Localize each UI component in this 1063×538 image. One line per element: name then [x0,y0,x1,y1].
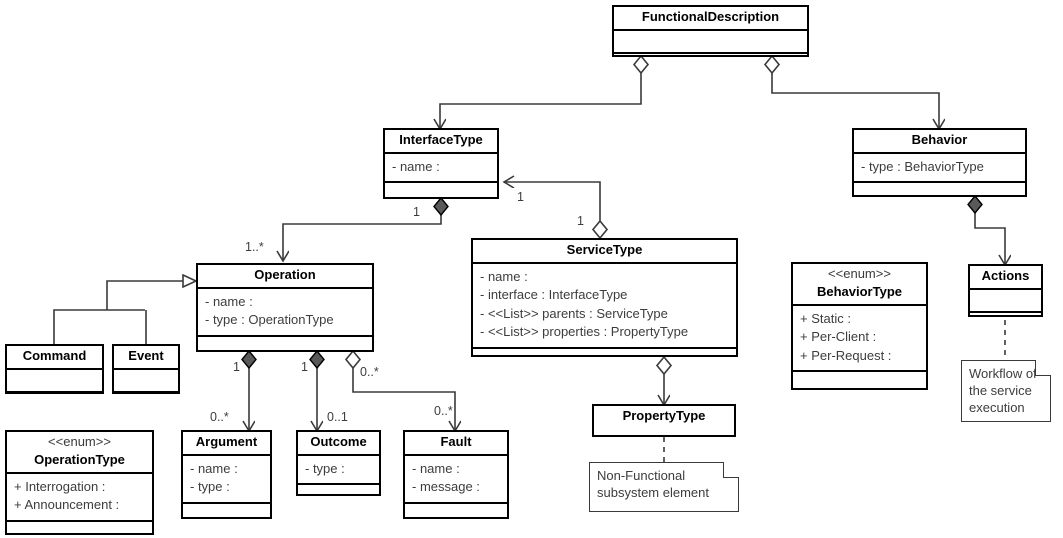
class-operation[interactable]: Operation - name : - type : OperationTyp… [196,263,374,352]
stereotype-label: <<enum>> [828,266,891,281]
operations-compartment [793,370,926,393]
class-outcome[interactable]: Outcome - type : [296,430,381,496]
class-operationtype-enum[interactable]: <<enum>> OperationType + Interrogation :… [5,430,154,535]
class-name: BehaviorType [816,283,902,299]
multiplicity-interface-operation-target: 1..* [245,240,264,254]
attributes-compartment: - name : [385,151,497,181]
class-behaviortype-enum[interactable]: <<enum>> BehaviorType + Static : + Per-C… [791,262,928,390]
note-line: Workflow of [969,366,1037,381]
operations-compartment [970,310,1041,334]
literals-compartment: + Static : + Per-Client : + Per-Request … [793,303,926,370]
class-name: InterfaceType [399,132,483,147]
attributes-compartment: - type : [298,453,379,483]
multiplicity-operation-outcome-target: 0..1 [327,410,348,424]
class-name: Operation [254,267,316,282]
class-propertytype[interactable]: PropertyType [592,404,736,437]
multiplicity-interface-operation-source: 1 [413,205,420,219]
operations-compartment [198,334,372,358]
class-fault[interactable]: Fault - name : - message : [403,430,509,519]
class-name: Actions [981,268,1030,283]
attribute-row: - <<List>> parents : ServiceType [480,305,668,321]
attribute-row: - name : [205,293,253,309]
multiplicity-service-interface-source: 1 [577,214,584,228]
class-name: Argument [195,434,258,449]
attribute-row: - <<List>> properties : PropertyType [480,324,689,340]
class-name: Behavior [911,132,968,147]
note-line: subsystem element [597,484,709,500]
class-name: PropertyType [622,408,706,423]
class-name: ServiceType [566,242,643,257]
enum-literal-row: + Per-Request : [800,347,892,363]
operations-compartment [854,181,1025,204]
attribute-row: - type : OperationType [205,312,334,328]
class-behavior[interactable]: Behavior - type : BehaviorType [852,128,1027,197]
operations-compartment [385,181,497,204]
attributes-compartment [7,367,102,391]
enum-literal-row: + Interrogation : [14,478,106,494]
attribute-row: - interface : InterfaceType [480,287,628,303]
note-fold-icon [1035,360,1051,376]
attributes-compartment: - name : - type : [183,453,270,502]
class-event[interactable]: Event [112,344,180,394]
note-fold-icon [723,462,739,478]
class-servicetype[interactable]: ServiceType - name : - interface : Inter… [471,238,738,357]
note-line: execution [969,399,1025,415]
edge-operation-argument [241,349,257,430]
enum-literal-row: + Announcement : [14,497,120,513]
operations-compartment [405,501,507,525]
multiplicity-operation-outcome-source: 1 [301,360,308,374]
attributes-compartment: - name : - type : OperationType [198,286,372,335]
multiplicity-operation-argument-target: 0..* [210,410,229,424]
enum-literal-row: + Static : [800,310,851,326]
note-propertytype-nonfunctional: Non-Functional subsystem element [589,461,740,512]
attribute-row: - name : [412,460,460,476]
operations-compartment [183,501,270,525]
attribute-row: - type : [305,460,345,476]
class-interfacetype[interactable]: InterfaceType - name : [383,128,499,199]
edge-operation-outcome [309,349,325,430]
note-line: the service [969,382,1032,398]
class-name: Command [22,348,87,363]
attribute-row: - type : BehaviorType [861,158,984,174]
class-name: OperationType [34,451,125,467]
literals-compartment: + Interrogation : + Announcement : [7,471,152,520]
operations-compartment [7,519,152,538]
attributes-compartment: - name : - message : [405,453,507,502]
class-command[interactable]: Command [5,344,104,394]
attribute-row: - name : [392,158,440,174]
multiplicity-operation-argument-source: 1 [233,360,240,374]
stereotype-label: <<enum>> [48,434,111,449]
attributes-compartment: - type : BehaviorType [854,151,1025,181]
attribute-row: - message : [412,479,480,495]
multiplicity-operation-fault-source: 0..* [360,365,379,379]
operations-compartment [298,483,379,506]
attributes-compartment: - name : - interface : InterfaceType - <… [473,261,736,347]
class-actions[interactable]: Actions [968,264,1043,317]
class-functionaldescription[interactable]: FunctionalDescription [612,5,809,57]
attributes-compartment [114,367,178,391]
operations-compartment [614,51,807,75]
class-name: FunctionalDescription [641,9,780,24]
edge-operation-fault [344,349,455,430]
class-name: Outcome [310,434,367,449]
attributes-compartment [970,287,1041,311]
edge-behavior-actions [967,194,1005,264]
note-actions-workflow: Workflow of the service execution [961,359,1052,422]
attribute-row: - type : [190,479,230,495]
class-name: Fault [440,434,472,449]
class-argument[interactable]: Argument - name : - type : [181,430,272,519]
class-name: Event [128,348,164,363]
operations-compartment [7,390,102,414]
operations-compartment [114,390,178,414]
attributes-compartment [614,28,807,52]
operations-compartment [473,346,736,370]
multiplicity-operation-fault-target: 0..* [434,404,453,418]
edge-command-event-operation [53,281,196,344]
enum-literal-row: + Per-Client : [800,329,877,345]
edge-interfacetype-operation [283,196,449,260]
attribute-row: - name : [190,460,238,476]
note-line: Non-Functional [597,468,686,483]
attribute-row: - name : [480,268,528,284]
multiplicity-service-interface-target: 1 [517,190,524,204]
